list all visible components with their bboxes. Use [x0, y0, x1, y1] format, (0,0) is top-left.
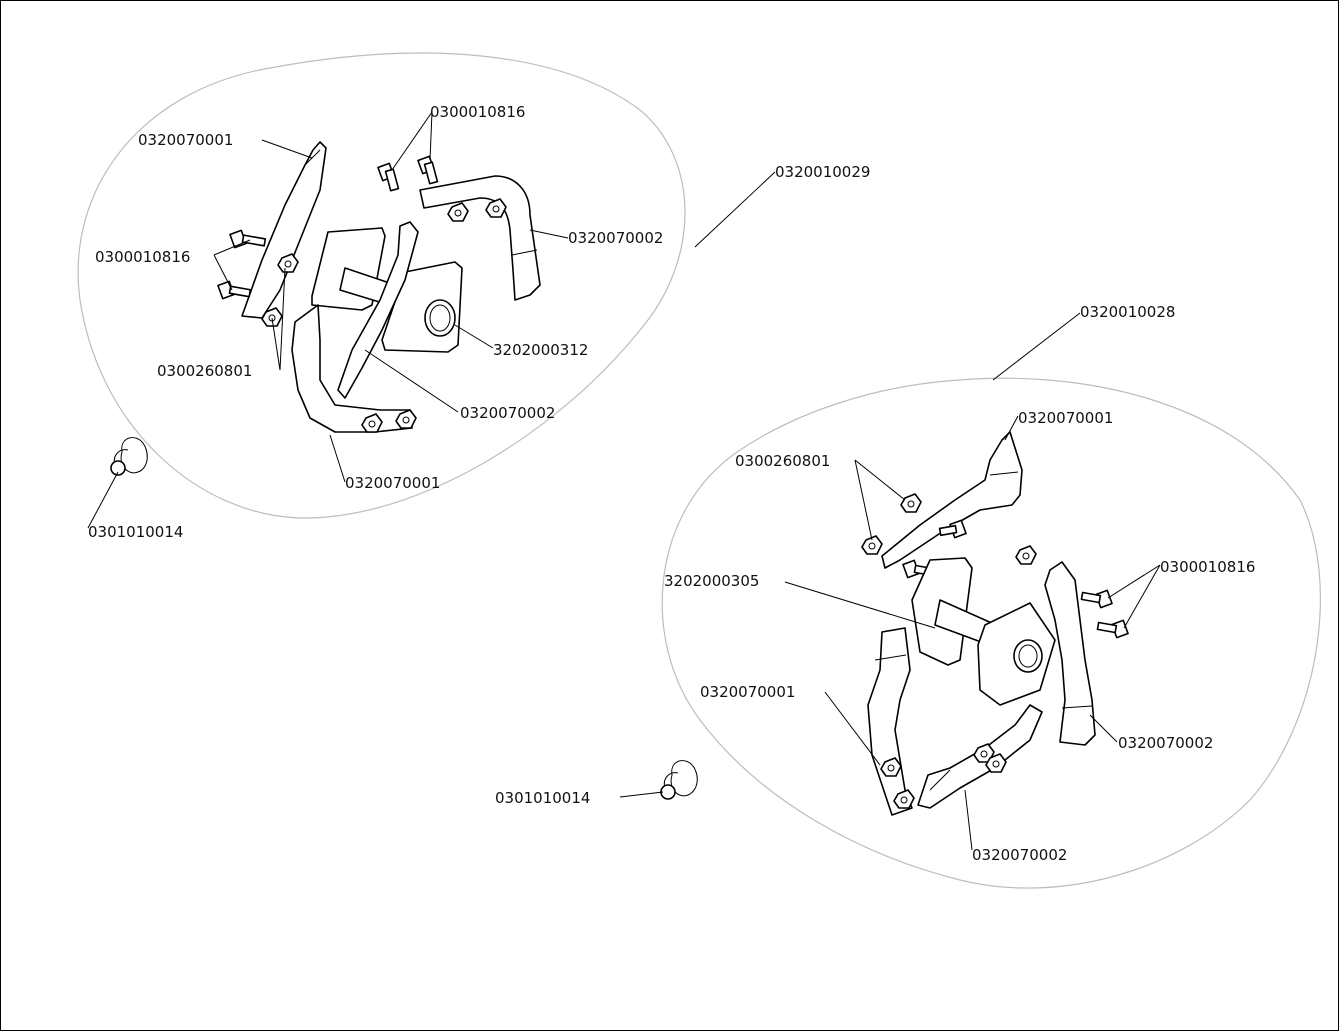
tine-blade: [419, 175, 541, 301]
bolt: [417, 155, 439, 185]
label-3202000312: 3202000312: [493, 341, 588, 359]
label-0301010014: 0301010014: [88, 523, 183, 541]
nut: [1015, 545, 1037, 565]
assembly-left: 0320070001 0300010816 0320010029 0320070…: [77, 52, 870, 541]
nut: [900, 493, 922, 513]
nut: [880, 757, 902, 777]
label-0320070002: 0320070002: [568, 229, 663, 247]
bolt: [229, 229, 267, 249]
nut: [985, 753, 1007, 773]
label-0320070001: 0320070001: [1018, 409, 1113, 427]
nut: [361, 413, 383, 433]
label-0301010014: 0301010014: [495, 789, 590, 807]
nut: [447, 202, 469, 222]
tine-blade: [337, 221, 419, 399]
assembly-right: 0320010028 0320070001 0300260801 3202000…: [495, 303, 1321, 889]
bolt: [217, 280, 252, 300]
bolt: [938, 519, 967, 539]
tine-blade: [1044, 561, 1096, 746]
label-0320070002: 0320070002: [972, 846, 1067, 864]
label-0320010029: 0320010029: [775, 163, 870, 181]
assembly-right-boundary: [661, 377, 1321, 889]
bolt: [1096, 619, 1129, 639]
assembly-left-boundary: [77, 52, 686, 519]
nut: [893, 789, 915, 809]
label-0300010816: 0300010816: [430, 103, 525, 121]
label-0300260801: 0300260801: [735, 452, 830, 470]
label-0300260801: 0300260801: [157, 362, 252, 380]
label-0320010028: 0320010028: [1080, 303, 1175, 321]
bolt: [1080, 589, 1113, 609]
label-0320070001: 0320070001: [345, 474, 440, 492]
tine-blade: [241, 141, 327, 319]
linch-pin: [110, 437, 148, 476]
label-0300010816: 0300010816: [1160, 558, 1255, 576]
label-0320070001: 0320070001: [700, 683, 795, 701]
label-0320070001: 0320070001: [138, 131, 233, 149]
label-0320070002: 0320070002: [460, 404, 555, 422]
label-3202000305: 3202000305: [664, 572, 759, 590]
bolt: [377, 162, 400, 192]
nut: [277, 253, 299, 273]
nut: [485, 198, 507, 218]
nut: [395, 409, 417, 429]
tine-blade: [881, 431, 1023, 569]
nut: [861, 535, 883, 555]
tine-blade: [867, 627, 913, 816]
linch-pin: [660, 760, 698, 800]
label-0300010816: 0300010816: [95, 248, 190, 266]
label-0320070002: 0320070002: [1118, 734, 1213, 752]
hub-bore: [1013, 639, 1043, 673]
